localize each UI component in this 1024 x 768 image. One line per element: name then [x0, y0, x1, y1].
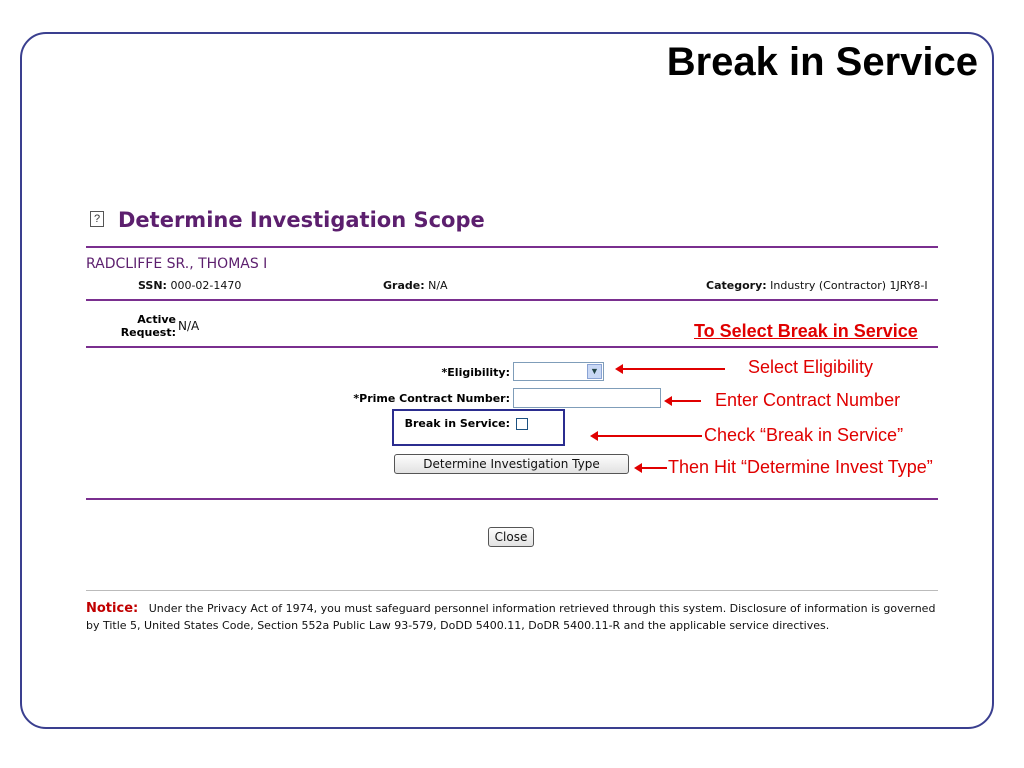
category-value: Industry (Contractor) 1JRY8-I	[770, 279, 928, 292]
annotation-contract: Enter Contract Number	[715, 390, 901, 410]
annotation-heading: To Select Break in Service	[694, 321, 918, 341]
category-field: Category: Industry (Contractor) 1JRY8-I	[706, 279, 928, 292]
annotation-arrow-contract	[664, 396, 701, 406]
divider	[86, 246, 938, 248]
contract-label: *Prime Contract Number:	[353, 392, 510, 405]
grade-field: Grade: N/A	[383, 279, 448, 292]
annotation-arrow-button	[634, 463, 667, 473]
break-in-service-checkbox[interactable]	[516, 418, 528, 430]
eligibility-select[interactable]: ▼	[513, 362, 604, 381]
active-request-label-line2: Request:	[120, 326, 176, 339]
annotation-checkbox: Check “Break in Service”	[704, 425, 904, 445]
annotation-arrow-eligibility	[615, 364, 725, 374]
page-title: Determine Investigation Scope	[118, 208, 485, 232]
slide-frame	[20, 32, 994, 729]
active-request-label-line1: Active	[137, 313, 176, 326]
ssn-field: SSN: 000-02-1470	[138, 279, 241, 292]
determine-investigation-type-button[interactable]: Determine Investigation Type	[394, 454, 629, 474]
divider	[86, 299, 938, 301]
category-label: Category:	[706, 279, 767, 292]
active-request-label: Active Request:	[110, 313, 176, 339]
grade-label: Grade:	[383, 279, 425, 292]
privacy-notice: Notice: Under the Privacy Act of 1974, y…	[86, 600, 942, 634]
divider	[86, 346, 938, 348]
prime-contract-input[interactable]	[513, 388, 661, 408]
annotation-arrow-checkbox	[590, 431, 702, 441]
help-icon[interactable]: ?	[90, 211, 104, 227]
annotation-eligibility: Select Eligibility	[748, 357, 874, 377]
grade-value: N/A	[428, 279, 448, 292]
person-name: RADCLIFFE SR., THOMAS I	[86, 256, 268, 272]
slide-title: Break in Service	[666, 40, 978, 84]
break-in-service-label: Break in Service:	[404, 417, 510, 430]
eligibility-label: *Eligibility:	[441, 366, 510, 379]
divider	[86, 498, 938, 500]
active-request-value: N/A	[178, 319, 200, 333]
ssn-value: 000-02-1470	[170, 279, 242, 292]
ssn-label: SSN:	[138, 279, 167, 292]
notice-text: Under the Privacy Act of 1974, you must …	[86, 602, 936, 632]
notice-label: Notice:	[86, 601, 139, 616]
close-button[interactable]: Close	[488, 527, 534, 547]
chevron-down-icon[interactable]: ▼	[587, 364, 602, 379]
annotation-button: Then Hit “Determine Invest Type”	[668, 457, 933, 477]
divider	[86, 590, 938, 591]
highlight-box	[392, 409, 565, 446]
